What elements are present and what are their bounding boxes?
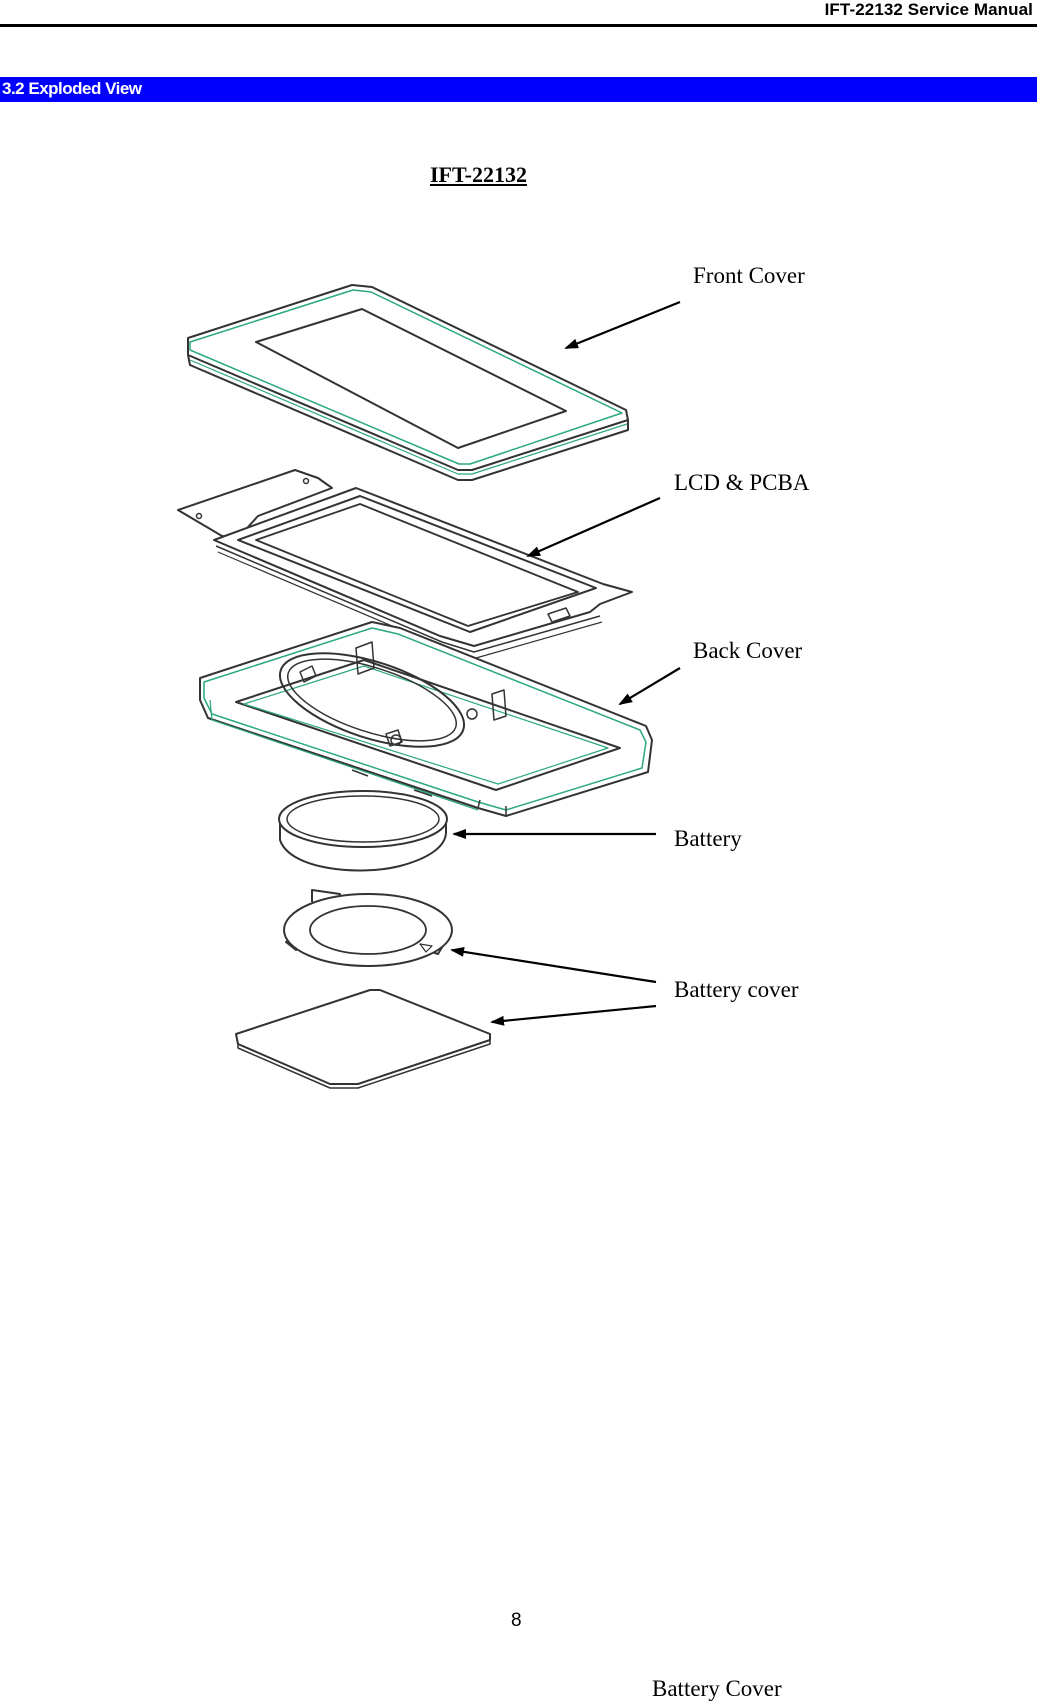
lcd-pcba-arrow <box>526 496 661 558</box>
back-cover-part <box>199 621 653 817</box>
manual-title: IFT-22132 Service Manual <box>824 0 1033 19</box>
battery-holder-arrow <box>450 946 657 984</box>
battery-cover-arrow <box>490 1004 657 1026</box>
page-number: 8 <box>511 1610 522 1631</box>
section-heading: 3.2 Exploded View <box>2 79 142 98</box>
document-header: IFT-22132 Service Manual <box>0 0 1037 27</box>
battery-cover-label: Battery cover <box>674 977 799 1002</box>
battery-cover-plate-part <box>235 989 491 1089</box>
front-cover-arrow <box>564 300 681 350</box>
battery-label: Battery <box>674 826 742 851</box>
lcd-pcba-label: LCD & PCBA <box>674 470 810 495</box>
model-title: IFT-22132 <box>430 162 527 187</box>
back-cover-arrow <box>618 667 681 706</box>
front-cover-label: Front Cover <box>693 263 805 288</box>
lcd-pcba-part <box>177 469 633 659</box>
battery-holder-part <box>283 889 453 967</box>
cut-off-text: Battery Cover <box>652 1676 782 1701</box>
front-cover-part <box>187 284 629 481</box>
section-heading-bar: 3.2 Exploded View <box>0 77 1037 102</box>
battery-part <box>278 790 448 872</box>
header-rule <box>0 24 1037 27</box>
leader-arrows <box>450 300 681 1026</box>
back-cover-label: Back Cover <box>693 638 803 663</box>
